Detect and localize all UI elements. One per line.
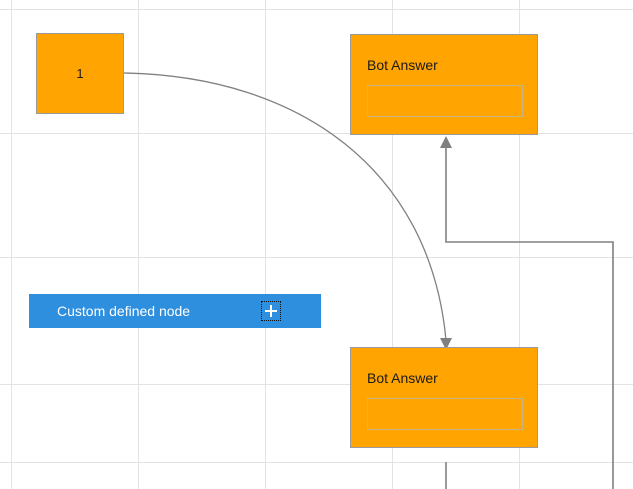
connector-ortho-bot-bottom-to-bot-top[interactable] — [445, 148, 614, 489]
arrowhead-up-icon — [440, 136, 452, 148]
grid-line-vertical — [519, 0, 520, 489]
node-start-label: 1 — [76, 66, 84, 81]
grid-line-vertical — [138, 0, 139, 489]
grid-line-horizontal — [0, 384, 633, 385]
grid-line-vertical — [392, 0, 393, 489]
node-bot-answer-bottom[interactable]: Bot Answer — [350, 347, 538, 448]
grid-line-horizontal — [0, 9, 633, 10]
custom-defined-node-label: Custom defined node — [57, 303, 191, 319]
node-start[interactable]: 1 — [36, 33, 124, 114]
arrowhead-down-icon — [440, 338, 452, 350]
custom-defined-node-bar[interactable]: Custom defined node — [29, 294, 321, 328]
grid-line-horizontal — [0, 257, 633, 258]
plus-icon[interactable] — [261, 301, 281, 321]
node-bot-answer-top[interactable]: Bot Answer — [350, 34, 538, 135]
node-bot-answer-top-body[interactable] — [367, 85, 523, 117]
connector-curve-start-to-bot-bottom[interactable] — [123, 72, 447, 341]
grid-line-horizontal — [0, 462, 633, 463]
grid-line-vertical — [11, 0, 12, 489]
grid-line-vertical — [265, 0, 266, 489]
node-bot-answer-top-title: Bot Answer — [367, 57, 438, 73]
grid-line-horizontal — [0, 133, 633, 134]
node-bot-answer-bottom-title: Bot Answer — [367, 370, 438, 386]
node-bot-answer-bottom-body[interactable] — [367, 398, 523, 430]
